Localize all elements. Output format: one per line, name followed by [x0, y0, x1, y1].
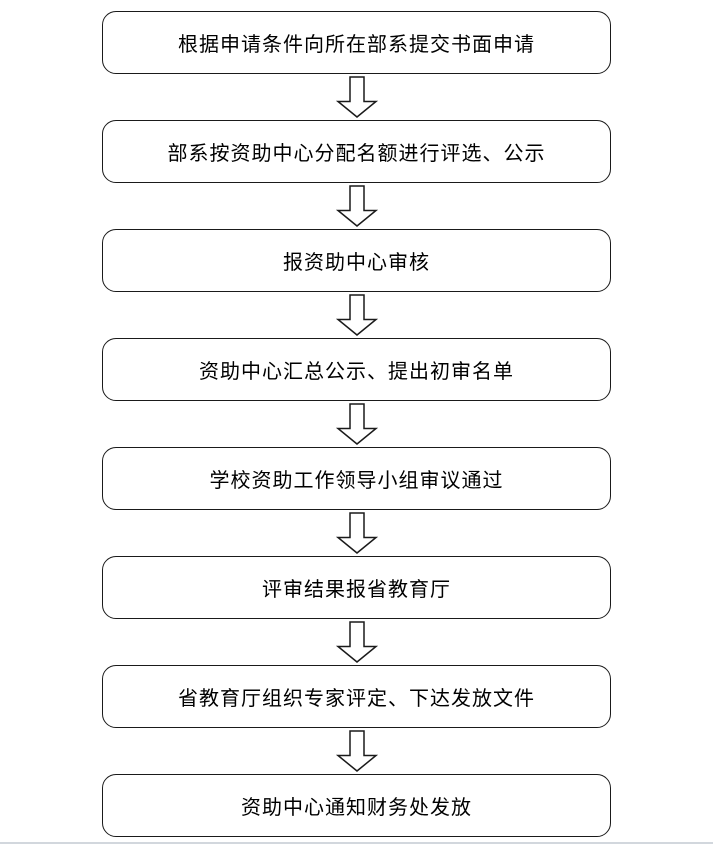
flow-step-label: 资助中心通知财务处发放 [241, 797, 472, 819]
flow-step-department-selection: 部系按资助中心分配名额进行评选、公示 [102, 120, 611, 183]
flow-step-label: 评审结果报省教育厅 [262, 579, 451, 601]
flow-step-expert-evaluation: 省教育厅组织专家评定、下达发放文件 [102, 665, 611, 728]
flow-step-notify-finance-disbursement: 资助中心通知财务处发放 [102, 774, 611, 837]
flow-step-label: 部系按资助中心分配名额进行评选、公示 [167, 143, 546, 165]
page-bottom-divider [0, 842, 713, 844]
flow-step-label: 资助中心汇总公示、提出初审名单 [199, 361, 514, 383]
flow-step-label: 报资助中心审核 [283, 252, 430, 274]
flow-step-label: 根据申请条件向所在部系提交书面申请 [178, 34, 535, 56]
flow-step-label: 省教育厅组织专家评定、下达发放文件 [178, 688, 535, 710]
down-arrow-icon [335, 621, 378, 663]
down-arrow-icon [335, 294, 378, 336]
flow-step-leading-group-approval: 学校资助工作领导小组审议通过 [102, 447, 611, 510]
flow-step-center-summary-publicity: 资助中心汇总公示、提出初审名单 [102, 338, 611, 401]
application-flowchart: 根据申请条件向所在部系提交书面申请 部系按资助中心分配名额进行评选、公示 报资助… [0, 11, 713, 837]
flow-step-submit-application: 根据申请条件向所在部系提交书面申请 [102, 11, 611, 74]
down-arrow-icon [335, 730, 378, 772]
down-arrow-icon [335, 403, 378, 445]
flow-step-report-center-review: 报资助中心审核 [102, 229, 611, 292]
down-arrow-icon [335, 185, 378, 227]
flow-step-report-education-dept: 评审结果报省教育厅 [102, 556, 611, 619]
flow-step-label: 学校资助工作领导小组审议通过 [209, 470, 504, 492]
down-arrow-icon [335, 76, 378, 118]
down-arrow-icon [335, 512, 378, 554]
